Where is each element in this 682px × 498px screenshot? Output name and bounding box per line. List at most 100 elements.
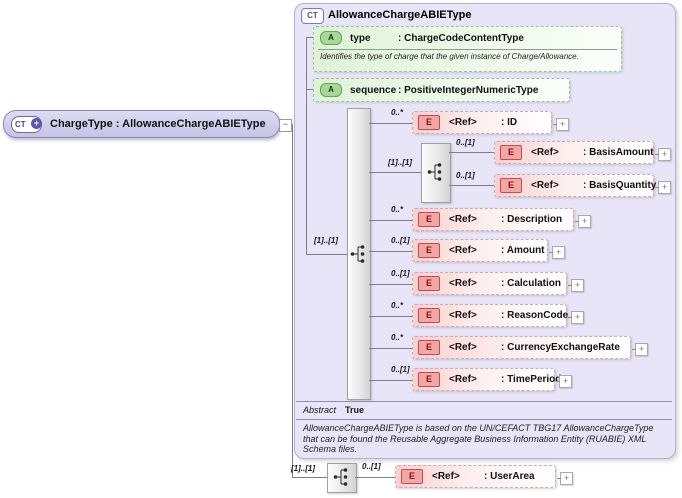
expand-button[interactable]: + — [655, 181, 671, 194]
element-id[interactable]: E <Ref> : ID — [412, 111, 552, 134]
cardinality-label: [1]..[1] — [314, 236, 338, 245]
element-calculation[interactable]: E <Ref> : Calculation — [412, 272, 567, 295]
element-ref-label: <Ref> — [449, 342, 477, 353]
element-reasoncode[interactable]: E <Ref> : ReasonCode — [412, 304, 569, 327]
element-amount[interactable]: E <Ref> : Amount — [412, 239, 548, 262]
element-ref-label: <Ref> — [449, 245, 477, 256]
expand-button[interactable]: + — [556, 375, 572, 388]
element-name: : ReasonCode — [501, 310, 569, 321]
expand-button[interactable]: + — [632, 343, 648, 356]
element-name: : UserArea — [484, 471, 535, 482]
cardinality-label: [1]..[1] — [291, 464, 315, 473]
cardinality-label: 0..[1] — [456, 138, 475, 147]
element-icon: E — [418, 308, 440, 323]
bottom-compositor[interactable] — [327, 463, 357, 493]
connector — [369, 348, 412, 349]
element-icon: E — [418, 115, 440, 130]
element-basisamount[interactable]: E <Ref> : BasisAmount — [494, 141, 654, 164]
divider — [296, 419, 672, 420]
connector — [292, 477, 327, 478]
connector — [306, 89, 313, 90]
element-name: : CurrencyExchangeRate — [501, 342, 620, 353]
element-name: : TimePeriod — [501, 374, 562, 385]
connector — [369, 123, 412, 124]
expand-button[interactable]: + — [553, 118, 569, 131]
expand-button[interactable]: + — [568, 311, 584, 324]
cardinality-label: [1]..[1] — [388, 158, 412, 167]
complextype-icon: CT — [301, 8, 324, 24]
cardinality-label: 0..[1] — [391, 236, 410, 245]
element-ref-label: <Ref> — [531, 180, 559, 191]
element-icon: E — [418, 276, 440, 291]
attribute-sequence[interactable]: A sequence : PositiveIntegerNumericType — [313, 78, 570, 102]
plus-icon: + — [31, 117, 42, 129]
element-ref-label: <Ref> — [449, 117, 477, 128]
connector — [369, 220, 412, 221]
element-ref-label: <Ref> — [449, 278, 477, 289]
expand-button[interactable]: + — [549, 246, 565, 259]
element-name: : Amount — [501, 245, 545, 256]
element-icon: E — [500, 178, 522, 193]
cardinality-label: 0..[1] — [456, 171, 475, 180]
expand-button[interactable]: + — [557, 472, 573, 485]
collapse-button[interactable]: − — [279, 119, 292, 132]
sequence-icon — [350, 245, 365, 263]
connector — [369, 172, 421, 173]
cardinality-label: 0..* — [391, 301, 404, 310]
attribute-annotation: Identifies the type of charge that the g… — [318, 49, 617, 61]
cardinality-label: 0..* — [391, 333, 404, 342]
attribute-name: sequence — [350, 84, 397, 96]
connector — [306, 37, 313, 38]
connector — [369, 284, 412, 285]
attribute-icon: A — [320, 31, 342, 45]
element-ref-label: <Ref> — [531, 147, 559, 158]
inner-compositor[interactable] — [421, 143, 451, 203]
element-description[interactable]: E <Ref> : Description — [412, 208, 574, 231]
element-icon: E — [500, 145, 522, 160]
element-name: : Description — [501, 214, 563, 225]
element-icon: E — [418, 372, 440, 387]
element-basisquantity[interactable]: E <Ref> : BasisQuantity — [494, 174, 657, 197]
attribute-type[interactable]: A type : ChargeCodeContentType Identifie… — [313, 26, 622, 72]
expand-button[interactable]: + — [575, 215, 591, 228]
element-icon: E — [418, 340, 440, 355]
connector — [306, 37, 307, 254]
cardinality-label: 0..[1] — [391, 269, 410, 278]
connector — [369, 251, 412, 252]
complextype-annotation: AllowanceChargeABIEType is based on the … — [303, 423, 654, 455]
element-name: : ID — [501, 117, 518, 128]
connector — [355, 477, 395, 478]
sequence-icon — [333, 468, 348, 486]
element-ref-label: <Ref> — [432, 471, 460, 482]
element-currencyexchangerate[interactable]: E <Ref> : CurrencyExchangeRate — [412, 336, 631, 359]
element-icon: E — [418, 243, 440, 258]
expand-button[interactable]: + — [655, 148, 671, 161]
element-icon: E — [401, 469, 423, 484]
element-timeperiod[interactable]: E <Ref> : TimePeriod — [412, 368, 561, 391]
element-icon: E — [418, 212, 440, 227]
complextype-title: AllowanceChargeABIEType — [328, 9, 472, 21]
root-node-label: ChargeType : AllowanceChargeABIEType — [50, 118, 266, 130]
element-name: : BasisAmount — [583, 147, 654, 158]
element-ref-label: <Ref> — [449, 374, 477, 385]
element-userarea[interactable]: E <Ref> : UserArea — [395, 465, 556, 488]
connector — [449, 185, 494, 186]
element-ref-label: <Ref> — [449, 214, 477, 225]
connector — [369, 380, 412, 381]
complextype-plus-icon: CT + — [11, 115, 42, 133]
element-name: : BasisQuantity — [583, 180, 657, 191]
element-ref-label: <Ref> — [449, 310, 477, 321]
attribute-datatype: : PositiveIntegerNumericType — [398, 84, 539, 96]
divider — [296, 401, 672, 402]
attribute-name: type — [350, 32, 371, 44]
root-element-node[interactable]: CT + ChargeType : AllowanceChargeABIETyp… — [3, 110, 280, 138]
connector — [292, 124, 293, 477]
cardinality-label: 0..[1] — [362, 462, 381, 471]
cardinality-label: 0..[1] — [391, 365, 410, 374]
connector — [449, 152, 494, 153]
sequence-icon — [427, 163, 442, 181]
abstract-label: Abstract — [303, 405, 337, 415]
expand-button[interactable]: + — [568, 279, 584, 292]
connector — [306, 254, 347, 255]
